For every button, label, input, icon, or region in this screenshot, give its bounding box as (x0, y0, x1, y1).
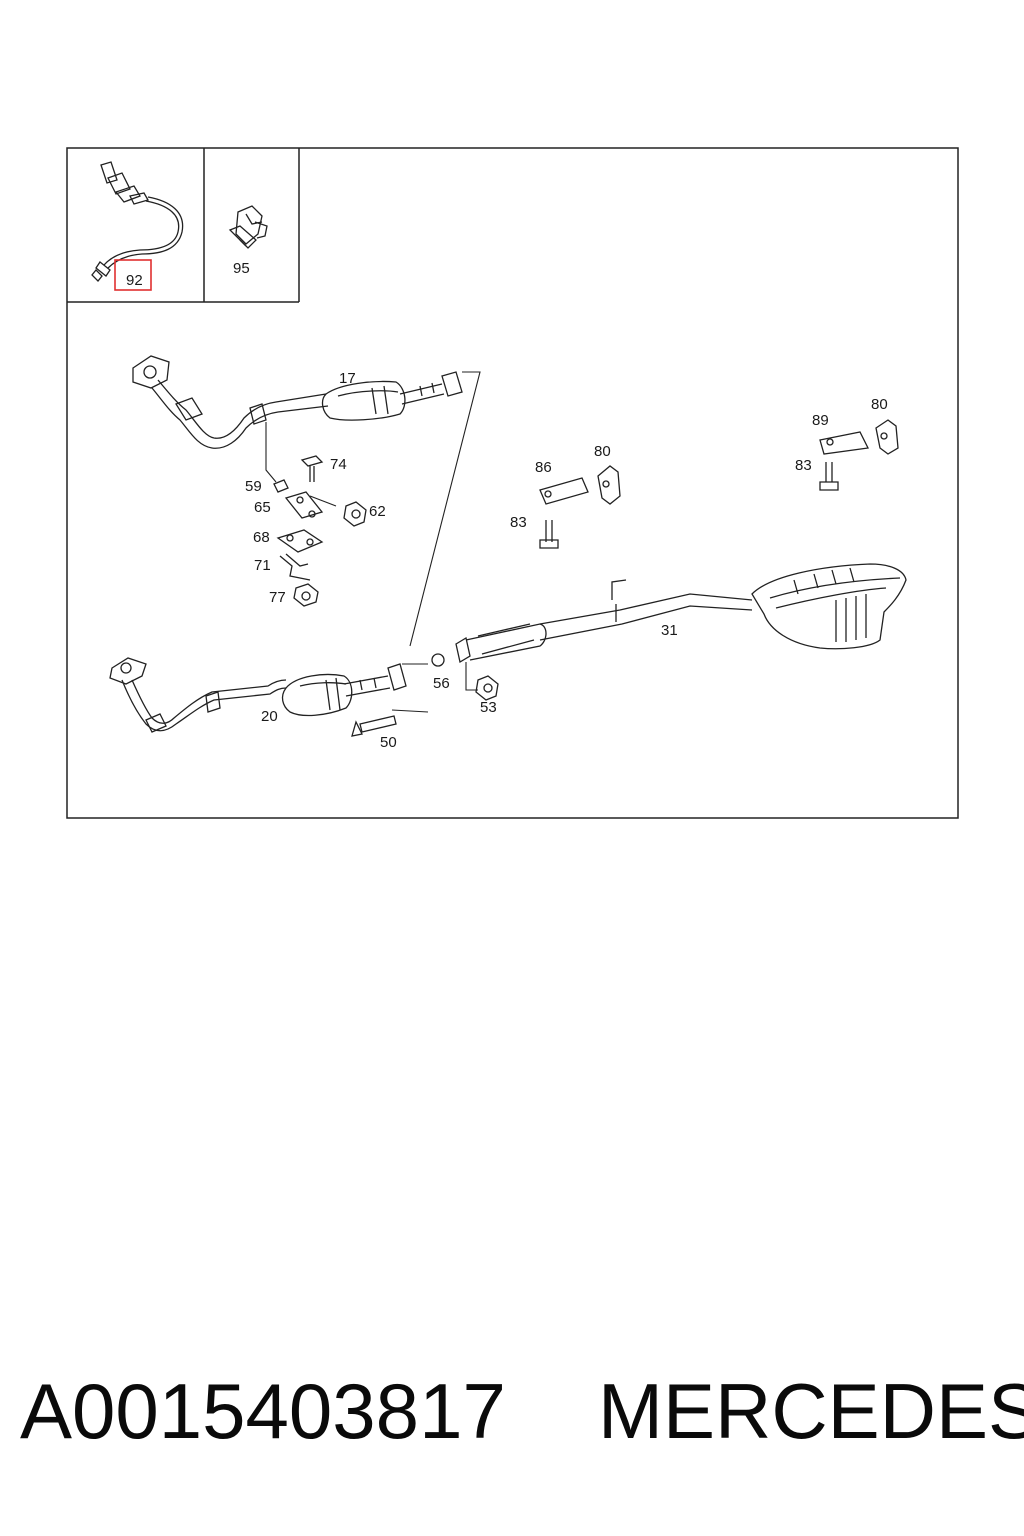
callout-50: 50 (380, 734, 397, 751)
callout-62: 62 (369, 503, 386, 520)
callout-95: 95 (233, 260, 250, 277)
callout-74: 74 (330, 456, 347, 473)
callout-59: 59 (245, 478, 262, 495)
callout-53: 53 (480, 699, 497, 716)
part-number: A0015403817 (20, 1367, 506, 1455)
callout-83-left: 83 (510, 514, 527, 531)
callout-83-right: 83 (795, 457, 812, 474)
hardware-parts[interactable] (273, 455, 367, 607)
callout-92: 92 (126, 272, 143, 289)
callout-17: 17 (339, 370, 356, 387)
callout-86: 86 (535, 459, 552, 476)
callout-77: 77 (269, 589, 286, 606)
highlight-box-92 (114, 259, 152, 291)
callout-68: 68 (253, 529, 270, 546)
front-pipe-20-drawing[interactable] (109, 657, 407, 737)
diagram-frame (66, 147, 959, 819)
callout-71: 71 (254, 557, 271, 574)
callout-20: 20 (261, 708, 278, 725)
callout-31: 31 (661, 622, 678, 639)
hanger-parts[interactable] (539, 419, 899, 549)
leader-lines (265, 371, 481, 713)
oxygen-sensor-drawing[interactable] (91, 161, 184, 282)
callout-80-left: 80 (594, 443, 611, 460)
clip-drawing[interactable] (228, 205, 268, 249)
callout-80-right: 80 (871, 396, 888, 413)
brand-name: MERCEDES (598, 1367, 1024, 1455)
callout-65: 65 (254, 499, 271, 516)
callout-labels: 92 95 17 74 59 65 62 68 71 77 86 80 83 8… (126, 260, 888, 751)
front-pipe-17-drawing[interactable] (132, 355, 463, 449)
callout-56: 56 (433, 675, 450, 692)
callout-89: 89 (812, 412, 829, 429)
rear-section-31-drawing[interactable] (431, 563, 907, 701)
